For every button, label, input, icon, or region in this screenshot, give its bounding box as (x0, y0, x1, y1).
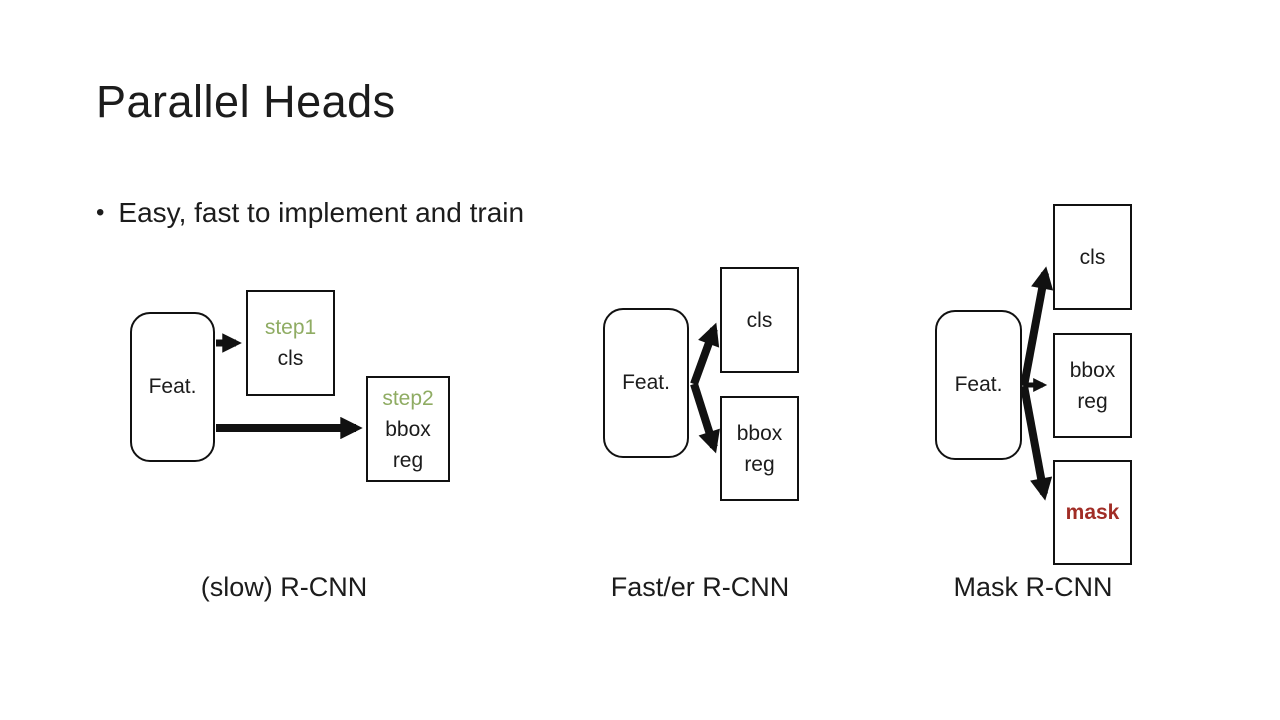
feat-label: Feat. (622, 371, 670, 394)
feat-label: Feat. (954, 373, 1003, 396)
mask-rcnn-feat-box: Feat. (935, 310, 1022, 460)
reg-label: reg (392, 448, 424, 472)
mask-label: mask (1065, 501, 1120, 524)
mask-rcnn-caption: Mask R-CNN (953, 572, 1113, 602)
slide-title: Parallel Heads (96, 76, 396, 127)
faster-rcnn-feat-box: Feat. (603, 308, 689, 458)
bullet-item: • Easy, fast to implement and train (96, 197, 524, 229)
bbox-label: bbox (1069, 358, 1116, 382)
mask-rcnn-cls-box: cls (1053, 204, 1132, 310)
step2-label: step2 (382, 386, 434, 410)
reg-label: reg (744, 452, 775, 476)
slow-rcnn-feat-box: Feat. (130, 312, 215, 462)
faster-rcnn-bbox-reg-box: bbox reg (720, 396, 799, 501)
bullet-icon: • (96, 199, 105, 226)
faster-rcnn-caption: Fast/er R-CNN (610, 572, 790, 602)
slow-rcnn-caption: (slow) R-CNN (200, 572, 368, 602)
mask-rcnn-mask-box: mask (1053, 460, 1132, 565)
cls-label: cls (746, 308, 773, 332)
bbox-label: bbox (736, 421, 783, 445)
slow-rcnn-bbox-reg-box: step2 bbox reg (366, 376, 450, 482)
slow-rcnn-cls-box: step1 cls (246, 290, 335, 396)
mask-rcnn-bbox-reg-box: bbox reg (1053, 333, 1132, 438)
reg-label: reg (1077, 389, 1108, 413)
cls-label: cls (277, 347, 304, 370)
bbox-label: bbox (385, 417, 431, 441)
cls-label: cls (1079, 245, 1106, 269)
feat-label: Feat. (148, 375, 197, 398)
step1-label: step1 (264, 316, 317, 339)
bullet-text: Easy, fast to implement and train (118, 197, 525, 228)
faster-rcnn-cls-box: cls (720, 267, 799, 373)
